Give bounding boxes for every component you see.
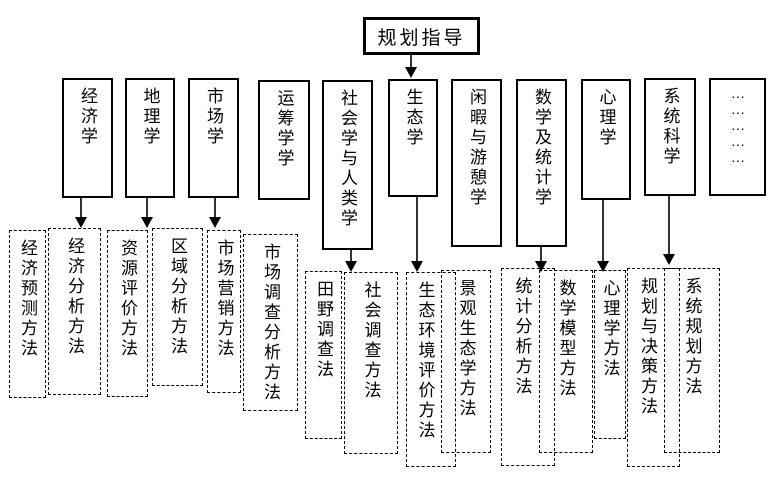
discipline-box-math-statistics: 数学及统计学 xyxy=(516,79,567,247)
method-box-system-planning: 系统规划方法 xyxy=(664,268,720,453)
discipline-box-economics: 经济学 xyxy=(62,78,113,198)
method-label: 市场调查分析方法 xyxy=(261,243,280,403)
discipline-label: 心理学 xyxy=(596,88,616,148)
arrow-math-statistics-down xyxy=(534,247,547,272)
method-label: 数学模型方法 xyxy=(556,279,576,399)
discipline-box-marketing: 市场学 xyxy=(188,78,239,198)
method-label: 经济预测方法 xyxy=(18,239,37,359)
discipline-box-operations-research: 运筹学学 xyxy=(258,80,310,200)
arrow-head-icon xyxy=(344,261,357,272)
method-box-social-survey: 社会调查方法 xyxy=(344,272,398,454)
discipline-box-geography: 地理学 xyxy=(125,78,175,198)
discipline-label: 社会学与人类学 xyxy=(338,89,357,229)
planning-guidance-box: 规划指导 xyxy=(363,17,480,55)
arrow-head-icon xyxy=(410,261,423,272)
method-label: 景观生态学方法 xyxy=(456,279,476,419)
method-label: 市场营销方法 xyxy=(214,239,234,359)
method-box-mathematical-model: 数学模型方法 xyxy=(539,270,593,453)
method-box-resource-evaluation: 资源评价方法 xyxy=(107,230,148,397)
planning-guidance-label: 规划指导 xyxy=(377,27,466,49)
arrow-economics-down xyxy=(74,198,87,228)
method-box-planning-decision: 规划与决策方法 xyxy=(627,268,680,467)
arrow-marketing-down xyxy=(208,198,221,228)
discipline-label: 经济学 xyxy=(78,87,97,147)
discipline-label: 系统科学 xyxy=(660,87,680,167)
arrow-systems-science-down xyxy=(662,196,675,265)
method-label: 规划与决策方法 xyxy=(638,277,657,417)
arrow-head-icon xyxy=(74,217,87,228)
method-box-marketing-methods: 市场营销方法 xyxy=(207,230,241,393)
discipline-label: 闲暇与游憩学 xyxy=(467,88,486,208)
arrow-head-icon xyxy=(208,217,221,228)
discipline-box-ellipsis: …………… xyxy=(709,78,766,196)
method-box-landscape-ecology: 景观生态学方法 xyxy=(441,270,491,453)
arrow-ecology-down xyxy=(410,197,423,272)
method-label: 区域分析方法 xyxy=(168,237,187,357)
discipline-label: 市场学 xyxy=(204,87,223,147)
arrow-geography-down xyxy=(140,198,153,228)
method-label: 生态环境评价方法 xyxy=(415,281,435,441)
ellipsis-dots: …………… xyxy=(730,87,746,167)
method-box-statistical-analysis: 统计分析方法 xyxy=(501,268,555,466)
method-label: 统计分析方法 xyxy=(512,277,532,397)
arrow-head-icon xyxy=(596,261,609,272)
method-box-economic-analysis: 经济分析方法 xyxy=(48,228,101,395)
discipline-box-sociology-anthropology: 社会学与人类学 xyxy=(322,80,373,250)
method-label: 经济分析方法 xyxy=(65,237,84,357)
discipline-box-ecology: 生态学 xyxy=(388,79,438,197)
arrow-psychology-down xyxy=(596,200,609,272)
method-box-field-survey: 田野调查法 xyxy=(305,271,342,439)
discipline-box-leisure-recreation: 闲暇与游憩学 xyxy=(451,79,502,247)
method-box-regional-analysis: 区域分析方法 xyxy=(152,228,203,386)
discipline-label: 生态学 xyxy=(403,88,423,148)
discipline-box-systems-science: 系统科学 xyxy=(644,78,696,196)
method-label: 系统规划方法 xyxy=(682,277,702,397)
method-box-psychology-methods: 心理学方法 xyxy=(594,270,626,439)
method-box-market-survey-analysis: 市场调查分析方法 xyxy=(243,234,298,411)
method-box-economic-forecasting: 经济预测方法 xyxy=(9,230,46,398)
arrow-head-icon xyxy=(662,254,675,265)
arrow-head-icon xyxy=(534,261,547,272)
method-label: 资源评价方法 xyxy=(118,239,137,359)
discipline-label: 地理学 xyxy=(140,87,160,147)
method-label: 田野调查法 xyxy=(314,280,333,380)
discipline-label: 数学及统计学 xyxy=(532,88,551,208)
arrow-guidance-down xyxy=(404,55,417,78)
method-box-eco-environment-evaluation: 生态环境评价方法 xyxy=(406,272,456,467)
arrow-head-icon xyxy=(140,217,153,228)
arrow-sociology-down xyxy=(344,250,357,272)
method-label: 心理学方法 xyxy=(600,279,620,379)
method-label: 社会调查方法 xyxy=(361,281,381,401)
discipline-label: 运筹学学 xyxy=(274,89,294,169)
arrow-head-icon xyxy=(404,67,417,78)
discipline-box-psychology: 心理学 xyxy=(581,79,631,200)
